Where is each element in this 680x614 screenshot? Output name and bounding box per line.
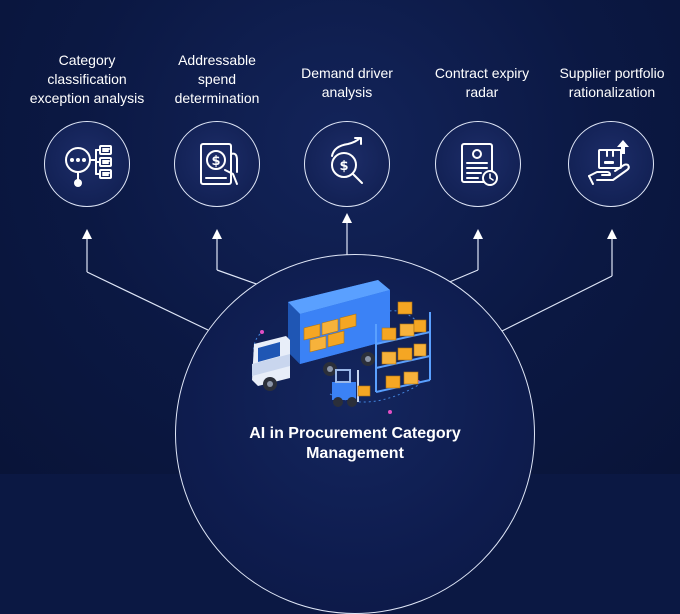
feature-label-contract: Contract expiry radar bbox=[412, 64, 552, 102]
label-line: Contract expiry bbox=[434, 65, 530, 81]
certificate-clock-circle bbox=[435, 121, 521, 207]
feature-label-demand: Demand driver analysis bbox=[277, 64, 417, 102]
label-line: exception analysis bbox=[29, 90, 145, 106]
magnifier-list-icon bbox=[65, 145, 112, 187]
label-line: Addressable bbox=[178, 52, 256, 68]
truck-warehouse-forklift-illustration bbox=[252, 280, 431, 414]
label-line: classification bbox=[47, 71, 127, 87]
svg-text:$: $ bbox=[339, 159, 348, 174]
dollar-search-trend-icon: $ bbox=[331, 137, 363, 184]
label-line: Supplier portfolio bbox=[559, 65, 665, 81]
connector-line bbox=[495, 275, 613, 335]
arrowhead bbox=[607, 229, 617, 239]
label-line: analysis bbox=[321, 84, 373, 100]
label-line: spend bbox=[197, 71, 237, 87]
arrowhead bbox=[473, 229, 483, 239]
arrowhead bbox=[342, 213, 352, 223]
feature-label-supplier: Supplier portfolio rationalization bbox=[537, 64, 680, 102]
connector-line bbox=[86, 271, 209, 331]
hand-box-icon bbox=[588, 140, 630, 185]
title-line: Management bbox=[306, 445, 404, 462]
label-line: rationalization bbox=[568, 84, 656, 100]
hand-box-circle bbox=[568, 121, 654, 207]
dollar-search-trend-circle: $ bbox=[304, 121, 390, 207]
label-line: Category bbox=[58, 52, 116, 68]
dollar-invoice-circle: $ bbox=[174, 121, 260, 207]
connector-lines bbox=[82, 213, 617, 335]
magnifier-list-circle bbox=[44, 121, 130, 207]
dollar-invoice-icon: $ bbox=[200, 143, 238, 185]
certificate-clock-icon bbox=[461, 143, 498, 186]
feature-label-spend: Addressable spend determination bbox=[147, 51, 287, 108]
arrowhead bbox=[82, 229, 92, 239]
label-line: Demand driver bbox=[301, 65, 393, 81]
arrowhead bbox=[212, 229, 222, 239]
label-line: radar bbox=[465, 84, 499, 100]
label-line: determination bbox=[174, 90, 260, 106]
title-line: AI in Procurement Category bbox=[249, 425, 461, 442]
svg-text:$: $ bbox=[211, 154, 220, 169]
feature-label-category: Category classification exception analys… bbox=[17, 51, 157, 108]
center-title: AI in Procurement Category Management bbox=[200, 424, 510, 464]
